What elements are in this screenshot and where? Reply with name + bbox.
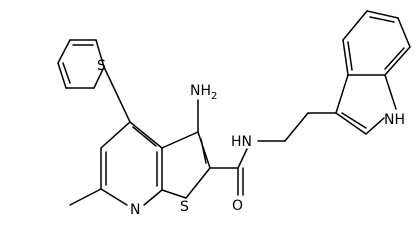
amino-label: NH2 bbox=[190, 83, 217, 102]
amide-nitrogen-bond bbox=[237, 148, 248, 169]
thiophene-ring bbox=[57, 39, 105, 89]
pyridine-nitrogen-label: N bbox=[130, 202, 140, 218]
amide-nitrogen-label: HN bbox=[231, 134, 252, 150]
chemical-structure: S N S NH2 bbox=[57, 10, 411, 218]
fused-sulfur-label: S bbox=[180, 199, 189, 215]
fused-thiophene-ring bbox=[161, 131, 211, 199]
linker-bond-2 bbox=[284, 112, 309, 142]
indole-nh-label: NH bbox=[384, 112, 405, 128]
indole-benzene-ring bbox=[342, 10, 411, 76]
methyl-bond bbox=[69, 188, 102, 206]
thiophene-sulfur-label: S bbox=[97, 58, 106, 74]
indole-pyrrole-ring bbox=[335, 74, 397, 135]
carbonyl-oxygen-label: O bbox=[232, 198, 243, 214]
aryl-link-bond bbox=[103, 66, 131, 123]
structure-canvas: S N S NH2 bbox=[57, 10, 411, 218]
pyridine-ring bbox=[100, 121, 163, 206]
